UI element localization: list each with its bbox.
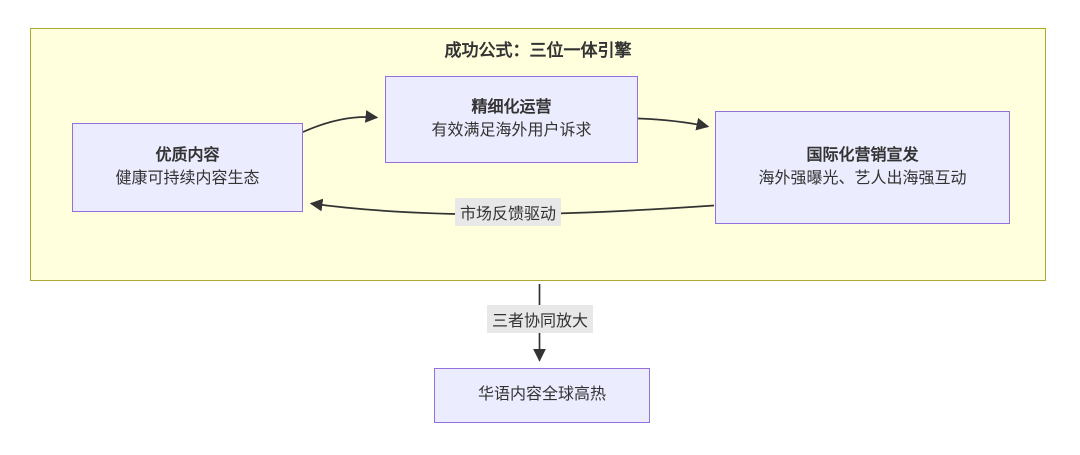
node-quality-content-subtitle: 健康可持续内容生态 bbox=[115, 169, 260, 187]
edge-label-market-feedback: 市场反馈驱动 bbox=[454, 198, 562, 226]
cluster-title: 成功公式：三位一体引擎 bbox=[444, 41, 632, 60]
node-quality-content: 优质内容 健康可持续内容生态 bbox=[72, 123, 303, 212]
node-international-marketing-subtitle: 海外强曝光、艺人出海强互动 bbox=[758, 169, 967, 187]
node-refined-operations: 精细化运营 有效满足海外用户诉求 bbox=[385, 76, 638, 163]
edge-label-synergy: 三者协同放大 bbox=[486, 305, 594, 333]
node-refined-operations-subtitle: 有效满足海外用户诉求 bbox=[431, 121, 592, 139]
node-global-hit-result: 华语内容全球高热 bbox=[434, 368, 650, 423]
node-international-marketing: 国际化营销宣发 海外强曝光、艺人出海强互动 bbox=[715, 111, 1010, 224]
node-quality-content-title: 优质内容 bbox=[155, 147, 220, 165]
node-international-marketing-title: 国际化营销宣发 bbox=[806, 147, 919, 165]
node-global-hit-result-label: 华语内容全球高热 bbox=[477, 386, 606, 404]
node-refined-operations-title: 精细化运营 bbox=[471, 99, 552, 117]
